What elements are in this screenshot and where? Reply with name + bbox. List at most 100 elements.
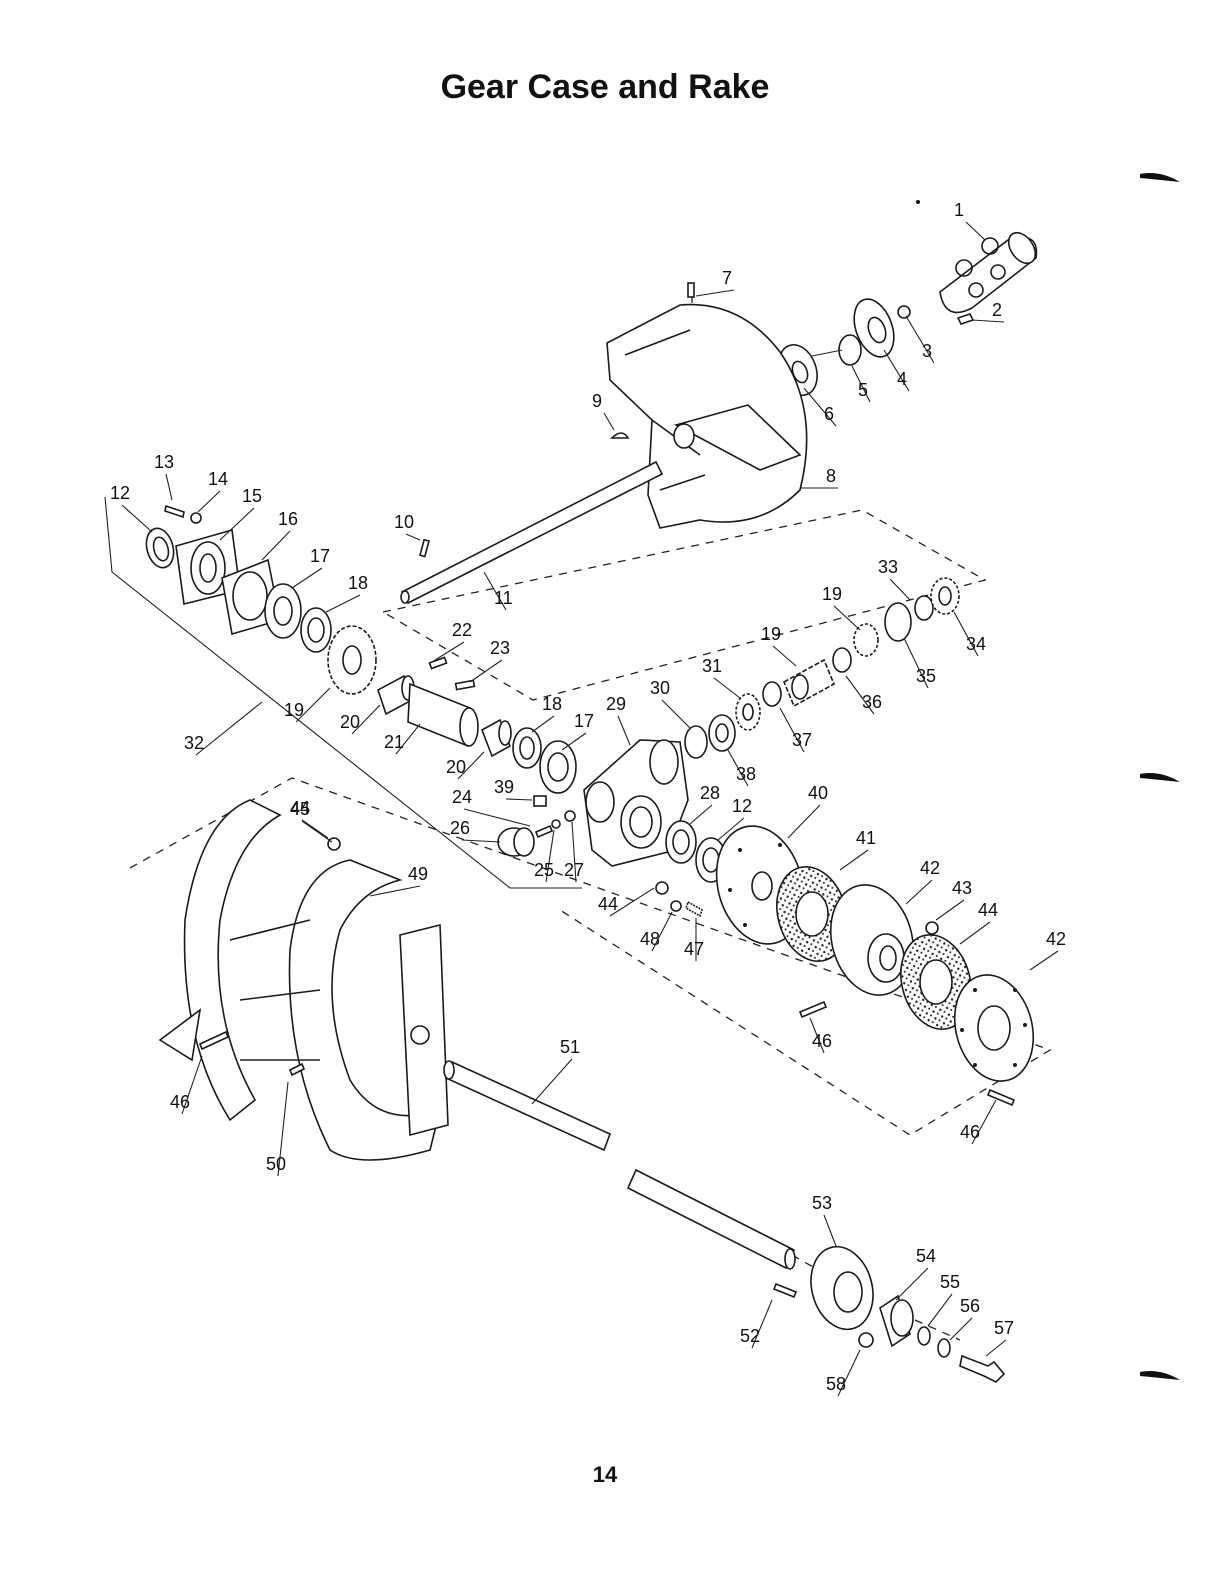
callout-leader-53 (823, 1214, 837, 1247)
oil-seal-lower (665, 820, 697, 864)
callout-leader-20 (457, 751, 485, 780)
callout-leader-35 (903, 637, 929, 689)
callout-label-36: 36 (862, 692, 882, 712)
callout-label-46: 46 (960, 1122, 980, 1142)
callout-leader-17 (291, 567, 323, 589)
callout-leader-19 (772, 645, 797, 667)
callout-label-27: 27 (564, 860, 584, 880)
bearing (811, 334, 862, 366)
speck (916, 200, 920, 204)
callout-leader-15 (219, 507, 255, 541)
gear-case (583, 739, 689, 867)
callout-label-43: 43 (952, 878, 972, 898)
washer-28 (564, 810, 576, 822)
callout-leader-27 (571, 821, 577, 883)
callout-leader-44 (959, 921, 991, 945)
backing-plate (953, 974, 1035, 1082)
washer-48 (670, 900, 682, 912)
callout-leader-19 (833, 605, 861, 631)
callout-label-16: 16 (278, 509, 298, 529)
callout-leader-58 (837, 1349, 861, 1397)
callout-label-25: 25 (534, 860, 554, 880)
callout-label-30: 30 (650, 678, 670, 698)
bearing-35 (930, 577, 960, 615)
callout-leader-19 (295, 687, 331, 723)
bolt-57 (959, 1354, 1006, 1383)
callout-leader-3 (905, 315, 935, 364)
callout-leader-31 (713, 677, 741, 699)
callout-label-29: 29 (606, 694, 626, 714)
callout-leader-33 (889, 578, 911, 601)
callout-label-49: 49 (408, 864, 428, 884)
bolt-46-left (198, 1030, 230, 1051)
drive-shaft (400, 460, 664, 605)
stub-center-line (791, 1254, 961, 1341)
callout-label-18: 18 (542, 694, 562, 714)
bolt-52 (772, 1282, 798, 1299)
callout-leader-46 (809, 1017, 825, 1054)
callout-label-40: 40 (808, 783, 828, 803)
callout-label-20: 20 (340, 712, 360, 732)
callout-label-35: 35 (916, 666, 936, 686)
binding-mark-1 (1140, 173, 1180, 182)
washer-27 (551, 819, 561, 829)
callout-label-41: 41 (856, 828, 876, 848)
callout-label-51: 51 (560, 1037, 580, 1057)
callout-leader-7 (695, 289, 735, 297)
callout-leader-5 (851, 365, 871, 403)
hub-disc (829, 884, 915, 996)
page-number: 14 (592, 1462, 618, 1487)
rake-auger (158, 799, 449, 1161)
callout-leader-12 (121, 504, 153, 533)
callout-leader-28 (689, 804, 713, 825)
lock-washer (190, 512, 202, 524)
callout-leader-42 (1029, 950, 1059, 971)
callout-leader-29 (617, 715, 631, 746)
page-title: Gear Case and Rake (440, 68, 770, 106)
washer-34 (914, 595, 934, 621)
bolt-46-center (798, 1000, 828, 1019)
oil-seal (145, 527, 175, 569)
shaft-key (454, 679, 476, 691)
callout-leader-6 (803, 387, 837, 427)
callout-leader-17 (561, 732, 587, 751)
chute-housing (606, 303, 808, 529)
nut-44-right (925, 921, 939, 935)
callout-leader-57 (985, 1339, 1007, 1357)
bearing-flange-53 (810, 1245, 874, 1331)
bolt-50 (288, 1062, 306, 1077)
callout-label-39: 39 (494, 777, 514, 797)
callout-leader-51 (531, 1058, 573, 1105)
callout-label-50: 50 (266, 1154, 286, 1174)
washer-55 (917, 1326, 931, 1346)
callout-label-22: 22 (452, 620, 472, 640)
callout-label-14: 14 (208, 469, 228, 489)
callout-label-42: 42 (920, 858, 940, 878)
callout-leader-12 (717, 817, 745, 841)
callout-label-38: 38 (736, 764, 756, 784)
callout-label-2: 2 (992, 300, 1002, 320)
callout-label-12: 12 (732, 796, 752, 816)
callout-leader-20 (351, 704, 381, 735)
callout-label-58: 58 (826, 1374, 846, 1394)
stub-shaft (626, 1168, 796, 1270)
bolt-46-right (986, 1088, 1016, 1107)
thrust-washer (300, 607, 332, 653)
callout-label-5: 5 (858, 380, 868, 400)
callout-label-10: 10 (394, 512, 414, 532)
callout-label-3: 3 (922, 341, 932, 361)
callout-label-21: 21 (384, 732, 404, 752)
callout-label-28: 28 (700, 783, 720, 803)
thrust-washer-lower (512, 727, 542, 769)
callout-label-45: 45 (290, 799, 310, 819)
callout-leader-10 (405, 533, 421, 541)
binding-mark-3 (1140, 1371, 1180, 1380)
callout-leader-40 (787, 804, 821, 839)
callout-leader-32 (195, 701, 263, 756)
gear-assembly-boundary (381, 509, 987, 701)
callout-leader-18 (325, 594, 361, 613)
callout-label-57: 57 (994, 1318, 1014, 1338)
washer-37 (832, 647, 852, 673)
callout-leader-55 (927, 1293, 953, 1327)
